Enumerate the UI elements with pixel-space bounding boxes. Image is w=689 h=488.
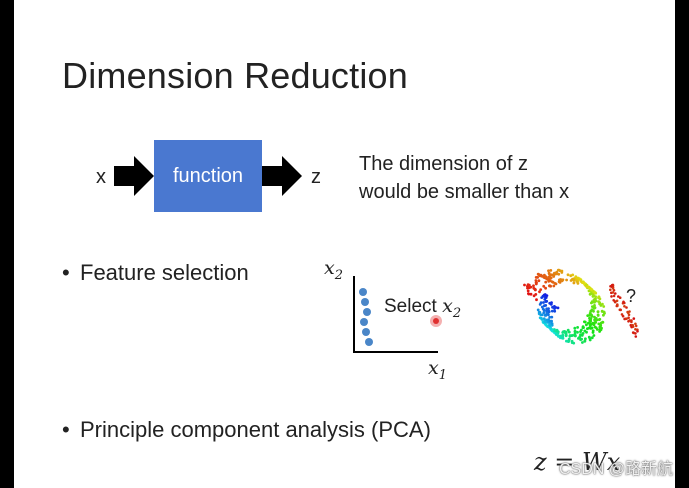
description-line-2: would be smaller than x xyxy=(359,181,570,203)
swiss-roll-plot: ? xyxy=(523,268,639,345)
output-z-label: z xyxy=(311,166,321,188)
description-line-1: The dimension of z xyxy=(359,153,528,175)
question-mark: ? xyxy=(626,286,636,306)
data-point xyxy=(363,308,371,316)
pca-formula: z = Wx xyxy=(534,448,621,476)
data-point xyxy=(361,298,369,306)
slide: Dimension Reduction x function z The dim… xyxy=(14,0,675,488)
cursor-dot xyxy=(433,318,439,324)
bullet-feature-selection-text: Feature selection xyxy=(80,260,249,285)
input-arrow-icon xyxy=(114,156,154,196)
y-axis-label: x2 xyxy=(324,257,343,283)
bullet-pca: •Principle component analysis (PCA) xyxy=(62,417,431,442)
feature-points xyxy=(359,288,373,346)
bullet-feature-selection: •Feature selection xyxy=(62,260,249,285)
bullet-pca-text: Principle component analysis (PCA) xyxy=(80,417,431,442)
swiss-roll-points xyxy=(523,268,639,345)
x-axis-label: x1 xyxy=(428,357,447,383)
data-point xyxy=(360,318,368,326)
data-point xyxy=(365,338,373,346)
csdn-watermark: CSDN @路新航 xyxy=(558,461,673,478)
data-point xyxy=(362,328,370,336)
select-annotation: Select x2 xyxy=(384,295,461,321)
data-point xyxy=(359,288,367,296)
output-arrow-icon xyxy=(262,156,302,196)
input-x-label: x xyxy=(96,166,106,188)
dimension-description: The dimension of z would be smaller than… xyxy=(359,150,569,206)
function-box: function xyxy=(154,140,262,212)
slide-title: Dimension Reduction xyxy=(62,55,408,96)
feature-selection-plot: x2 x1 Select x2 xyxy=(324,257,461,383)
